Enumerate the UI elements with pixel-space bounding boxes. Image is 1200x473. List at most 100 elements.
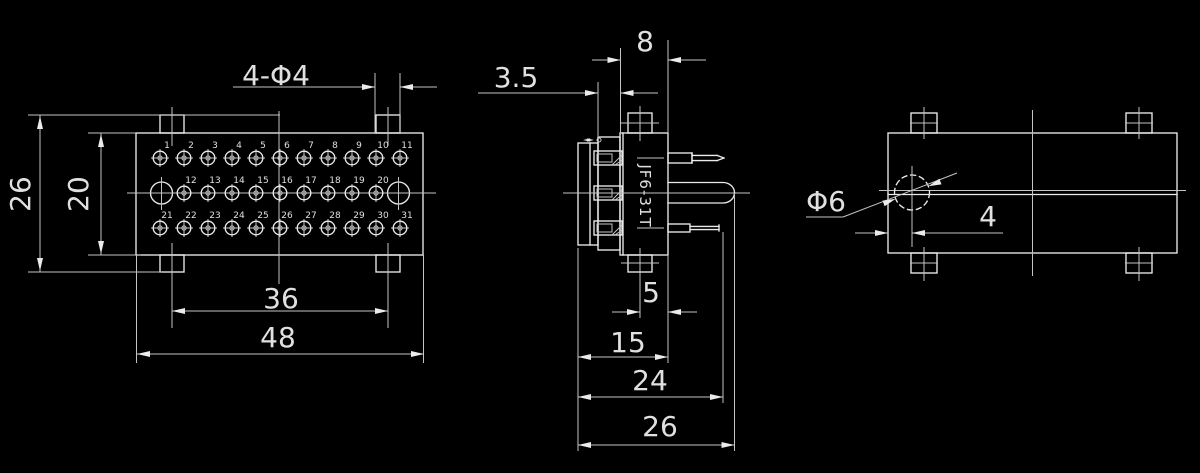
arrowhead xyxy=(37,116,43,129)
pin-circle xyxy=(176,185,192,201)
pin: 16 xyxy=(271,176,293,202)
arrowhead xyxy=(586,138,594,142)
arrowhead xyxy=(578,354,591,360)
pin: 18 xyxy=(319,176,341,202)
arrowhead xyxy=(98,134,104,147)
pin: 3 xyxy=(199,141,218,167)
pin-number: 11 xyxy=(401,141,412,151)
pin: 17 xyxy=(295,176,317,202)
pin-number: 5 xyxy=(260,141,266,151)
arrowhead xyxy=(928,178,942,187)
pin-circle xyxy=(344,150,360,166)
arrowhead xyxy=(172,308,185,314)
pin-circle xyxy=(272,185,288,201)
pin-circle xyxy=(320,150,336,166)
side-contact-row-top xyxy=(593,150,623,166)
dim-label-height-overall: 26 xyxy=(4,176,37,212)
pin-number: 26 xyxy=(281,211,293,221)
pin: 13 xyxy=(199,176,221,202)
terminal-middle xyxy=(667,181,736,204)
arrowhead xyxy=(37,258,43,271)
pin-number: 20 xyxy=(377,176,389,186)
pin-circle xyxy=(248,220,264,236)
pin-circle xyxy=(200,150,216,166)
pin-number: 25 xyxy=(257,211,268,221)
pin: 10 xyxy=(367,141,389,167)
pin: 15 xyxy=(247,176,269,202)
pin: 24 xyxy=(223,211,245,237)
dim-label-hole-dia: Φ6 xyxy=(806,185,846,218)
pin: 30 xyxy=(367,211,389,237)
arrowhead xyxy=(721,442,735,448)
arrowhead xyxy=(668,57,681,63)
pin-circle xyxy=(368,220,384,236)
pin-circle xyxy=(296,220,312,236)
dim-label-lead-a: 24 xyxy=(632,364,668,397)
side-insert-front xyxy=(577,142,599,246)
spring-detail xyxy=(596,137,602,143)
rear-view: Φ6 4 xyxy=(806,107,1186,281)
pin-number: 19 xyxy=(353,176,365,186)
pin: 12 xyxy=(175,176,197,202)
pin-circle xyxy=(272,220,288,236)
pin: 23 xyxy=(199,211,221,237)
pin-number: 22 xyxy=(185,211,196,221)
pin-number: 6 xyxy=(284,141,290,151)
terminal-top xyxy=(667,152,725,164)
pin-circle xyxy=(392,150,408,166)
dim-label-lead-b: 26 xyxy=(642,410,678,443)
pin-number: 1 xyxy=(164,141,170,151)
pin: 7 xyxy=(295,141,314,167)
pin-number: 7 xyxy=(308,141,314,151)
pin-number: 21 xyxy=(161,211,172,221)
dim-label-tab-offset: 5 xyxy=(642,276,660,309)
pin-number: 24 xyxy=(233,211,245,221)
pin-number: 2 xyxy=(188,141,194,151)
pin-number: 14 xyxy=(233,176,245,186)
dim-label-total-depth: 15 xyxy=(610,326,646,359)
pin: 20 xyxy=(367,176,389,202)
pin-number: 10 xyxy=(377,141,389,151)
part-number-label: JF6-31T xyxy=(636,163,654,227)
pin: 22 xyxy=(175,211,197,237)
arrowhead xyxy=(585,90,598,96)
pin-number: 12 xyxy=(185,176,196,186)
pin: 4 xyxy=(223,141,242,167)
pin: 19 xyxy=(343,176,365,202)
pin-circle xyxy=(368,150,384,166)
arrowhead xyxy=(627,309,640,315)
arrowhead xyxy=(655,354,668,360)
pin-circle xyxy=(200,185,216,201)
arrowhead xyxy=(98,241,104,254)
arrowhead xyxy=(710,394,723,400)
arrowhead xyxy=(668,309,681,315)
dim-label-width: 48 xyxy=(260,321,296,354)
pin: 26 xyxy=(271,211,293,237)
side-view: 3.5 8 5 15 24 26 JF6-31T xyxy=(478,25,750,451)
arrowhead xyxy=(375,308,388,314)
pin-number: 15 xyxy=(257,176,268,186)
arrowhead xyxy=(912,230,925,236)
pin: 11 xyxy=(391,141,413,167)
dim-label-height-inner: 20 xyxy=(62,176,95,212)
arrowhead xyxy=(400,84,413,90)
pin-circle xyxy=(176,220,192,236)
pin: 6 xyxy=(271,141,290,167)
pin-circle xyxy=(296,150,312,166)
pin: 25 xyxy=(247,211,269,237)
arrowhead xyxy=(882,198,896,207)
pin-number: 3 xyxy=(212,141,218,151)
pin: 9 xyxy=(343,141,362,167)
dimension-arrowheads xyxy=(37,57,942,448)
pin: 31 xyxy=(391,211,413,237)
pin: 5 xyxy=(247,141,266,167)
side-contact-row-bottom xyxy=(593,220,623,236)
arrowhead xyxy=(578,394,591,400)
pin-circle xyxy=(248,150,264,166)
arrowhead xyxy=(411,351,424,357)
pin-circle xyxy=(248,185,264,201)
dim-label-holes: 4-Φ4 xyxy=(242,59,310,92)
